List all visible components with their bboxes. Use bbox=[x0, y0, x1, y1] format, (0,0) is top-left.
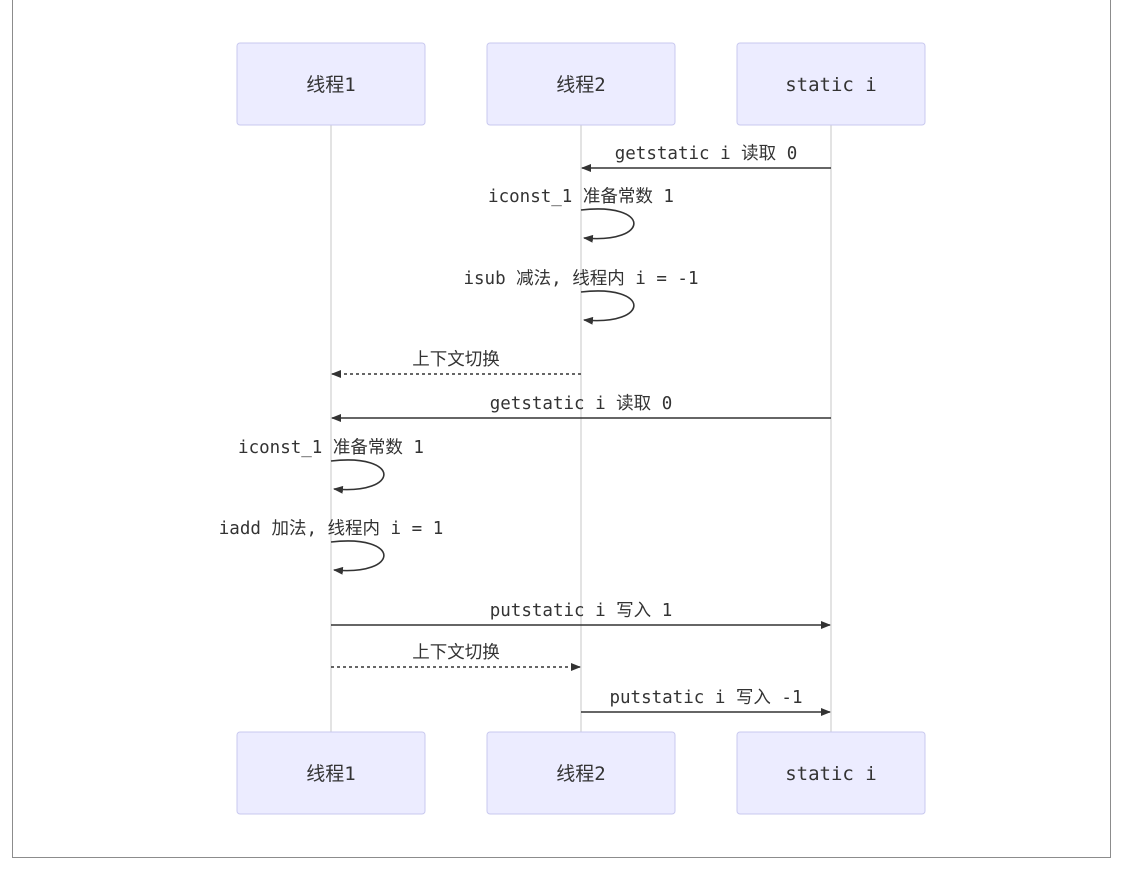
actor-label: 线程2 bbox=[556, 763, 605, 785]
self-message-arrow bbox=[580, 290, 635, 325]
actor-label: static i bbox=[785, 763, 877, 785]
message-label: getstatic i 读取 0 bbox=[615, 144, 798, 164]
actor-box bbox=[736, 731, 926, 815]
message-label: getstatic i 读取 0 bbox=[490, 394, 673, 414]
self-message-arrow bbox=[330, 540, 385, 575]
message-label: putstatic i 写入 -1 bbox=[609, 688, 802, 708]
actor-label: 线程1 bbox=[306, 763, 355, 785]
message-8: putstatic i 写入 1 bbox=[331, 601, 831, 629]
diagram-frame bbox=[12, 0, 1111, 858]
actor-t1-top: 线程1 bbox=[236, 42, 426, 126]
message-label: 上下文切换 bbox=[412, 643, 500, 663]
message-9: 上下文切换 bbox=[331, 643, 581, 671]
message-label: 上下文切换 bbox=[412, 350, 500, 370]
actor-t2-top: 线程2 bbox=[486, 42, 676, 126]
message-label: putstatic i 写入 1 bbox=[490, 601, 673, 621]
self-message-arrow bbox=[580, 208, 635, 243]
actor-si-top: static i bbox=[736, 42, 926, 126]
message-label: iconst_1 准备常数 1 bbox=[238, 438, 424, 458]
actor-si-bottom: static i bbox=[736, 731, 926, 815]
actor-box bbox=[236, 731, 426, 815]
actor-t2-bottom: 线程2 bbox=[486, 731, 676, 815]
message-1: getstatic i 读取 0 bbox=[581, 144, 831, 172]
actor-box bbox=[236, 42, 426, 126]
actor-t1-bottom: 线程1 bbox=[236, 731, 426, 815]
actor-label: 线程2 bbox=[556, 74, 605, 96]
message-4: 上下文切换 bbox=[331, 350, 581, 378]
message-3: isub 减法, 线程内 i = -1 bbox=[463, 269, 699, 325]
actor-label: 线程1 bbox=[306, 74, 355, 96]
message-6: iconst_1 准备常数 1 bbox=[238, 438, 424, 494]
message-10: putstatic i 写入 -1 bbox=[581, 688, 831, 716]
message-label: iadd 加法, 线程内 i = 1 bbox=[219, 519, 443, 539]
actor-box bbox=[736, 42, 926, 126]
actor-box bbox=[486, 731, 676, 815]
message-label: isub 减法, 线程内 i = -1 bbox=[463, 269, 698, 289]
message-7: iadd 加法, 线程内 i = 1 bbox=[219, 519, 443, 575]
self-message-arrow bbox=[330, 459, 385, 494]
message-5: getstatic i 读取 0 bbox=[331, 394, 831, 422]
message-2: iconst_1 准备常数 1 bbox=[488, 187, 674, 243]
message-label: iconst_1 准备常数 1 bbox=[488, 187, 674, 207]
actor-label: static i bbox=[785, 74, 877, 96]
actor-box bbox=[486, 42, 676, 126]
